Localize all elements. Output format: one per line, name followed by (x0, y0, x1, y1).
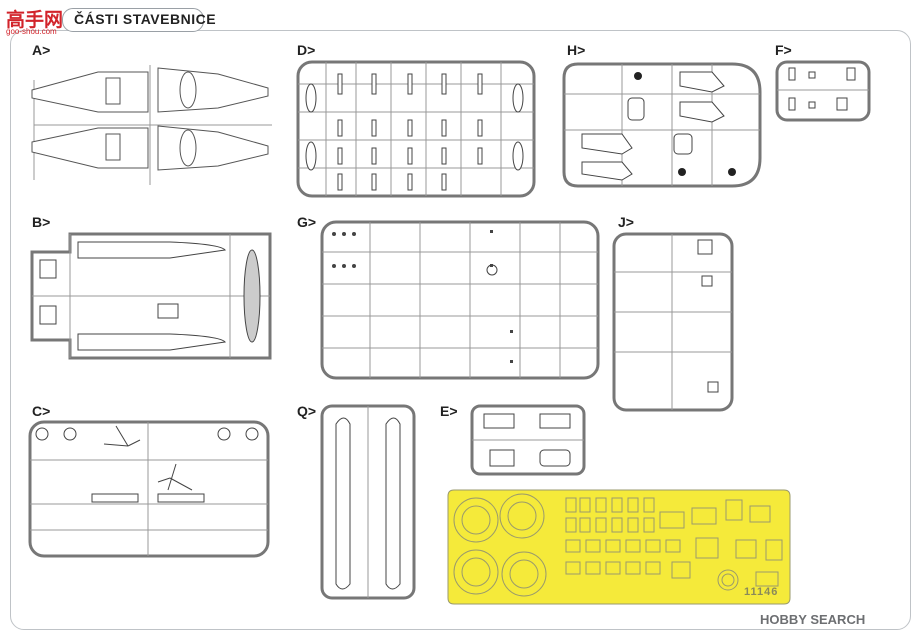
sprue-label-e: E> (440, 403, 458, 419)
sprue-label-d: D> (297, 42, 316, 58)
sprue-e (470, 404, 586, 476)
instruction-frame (10, 30, 911, 630)
page-title: ČÁSTI STAVEBNICE (74, 11, 217, 27)
sprue-h (562, 62, 762, 188)
mask-number: 11146 (744, 586, 779, 598)
sprue-c (28, 420, 270, 558)
sprue-label-c: C> (32, 403, 51, 419)
mask-sheet: 11146 (446, 488, 792, 606)
sprue-b (30, 232, 280, 360)
title-capsule (62, 8, 204, 32)
watermark: HOBBY SEARCH (760, 612, 866, 627)
sprue-label-j: J> (618, 214, 634, 230)
sprue-g (320, 220, 600, 380)
sprue-q (320, 404, 416, 600)
site-logo-url: goo-shou.com (6, 27, 57, 36)
sprue-label-a: A> (32, 42, 51, 58)
page-header: 高手网 goo-shou.com ČÁSTI STAVEBNICE (0, 0, 260, 36)
sprue-d (296, 60, 536, 198)
sprue-label-q: Q> (297, 403, 317, 419)
sprue-f (775, 60, 871, 122)
sprue-label-h: H> (567, 42, 586, 58)
sprue-label-b: B> (32, 214, 51, 230)
sprue-label-f: F> (775, 42, 792, 58)
site-logo: 高手网 (6, 10, 64, 31)
sprue-label-g: G> (297, 214, 317, 230)
sprue-a-wings (28, 60, 278, 190)
sprue-j (612, 232, 734, 412)
